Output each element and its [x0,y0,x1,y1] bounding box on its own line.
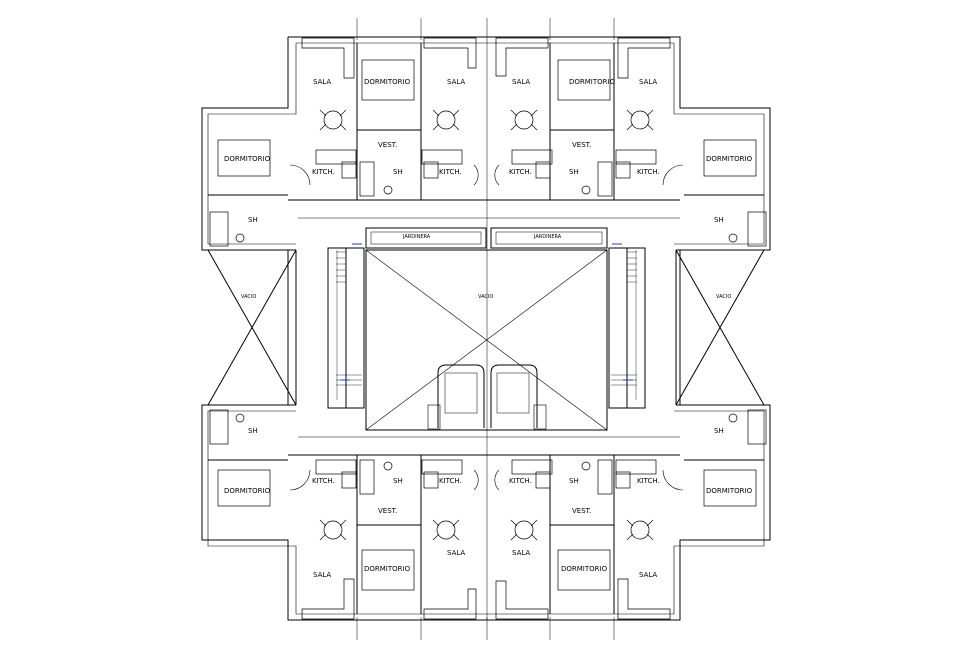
label-dormitorio-2: DORMITORIO [569,78,616,86]
void-right [675,249,765,406]
label-sh-5: SH [248,427,258,435]
label-sh-3: SH [248,216,258,224]
label-dormitorio-8: DORMITORIO [561,565,608,573]
label-sh-1: SH [393,168,403,176]
label-sala-2: SALA [447,78,466,86]
label-sala-7: SALA [512,549,531,557]
label-vest-4: VEST. [572,507,592,515]
label-kitch-3: KITCH. [509,168,532,176]
label-sh-6: SH [714,427,724,435]
doors [289,164,684,491]
label-sala-8: SALA [639,571,658,579]
void-left [207,249,297,406]
label-dormitorio-1: DORMITORIO [364,78,411,86]
central-void [365,227,608,431]
label-kitch-6: KITCH. [439,477,462,485]
label-vacio-left: VACIO [241,294,257,300]
label-vacio-right: VACIO [716,294,732,300]
label-jardinera-2: JARDINERA [534,234,562,240]
elevators [427,364,547,430]
label-kitch-7: KITCH. [509,477,532,485]
label-sala-4: SALA [639,78,658,86]
label-dormitorio-6: DORMITORIO [706,487,753,495]
kitchens [315,149,657,489]
dining-tables [319,109,654,541]
label-sh-4: SH [714,216,724,224]
label-vest-2: VEST. [572,141,592,149]
label-vest-1: VEST. [378,141,398,149]
label-sh-7: SH [393,477,403,485]
label-kitch-1: KITCH. [312,168,335,176]
label-sh-8: SH [569,477,579,485]
label-dormitorio-4: DORMITORIO [706,155,753,163]
label-sala-3: SALA [512,78,531,86]
beds [217,59,757,591]
label-sala-1: SALA [313,78,332,86]
axis-lines [298,18,680,640]
label-jardinera-1: JARDINERA [403,234,431,240]
bathrooms [209,161,767,495]
partitions [208,43,764,614]
label-vest-3: VEST. [378,507,398,515]
stair-left [327,247,365,409]
label-kitch-4: KITCH. [637,168,660,176]
sofas [301,37,671,620]
stair-right [608,247,646,409]
label-kitch-5: KITCH. [312,477,335,485]
label-vacio-center: VACIO [478,294,494,300]
label-sala-6: SALA [447,549,466,557]
label-kitch-8: KITCH. [637,477,660,485]
label-kitch-2: KITCH. [439,168,462,176]
accent-marks [340,243,633,381]
label-dormitorio-3: DORMITORIO [224,155,271,163]
label-sh-2: SH [569,168,579,176]
label-sala-5: SALA [313,571,332,579]
building-outline [201,36,771,621]
label-dormitorio-5: DORMITORIO [224,487,271,495]
label-dormitorio-7: DORMITORIO [364,565,411,573]
